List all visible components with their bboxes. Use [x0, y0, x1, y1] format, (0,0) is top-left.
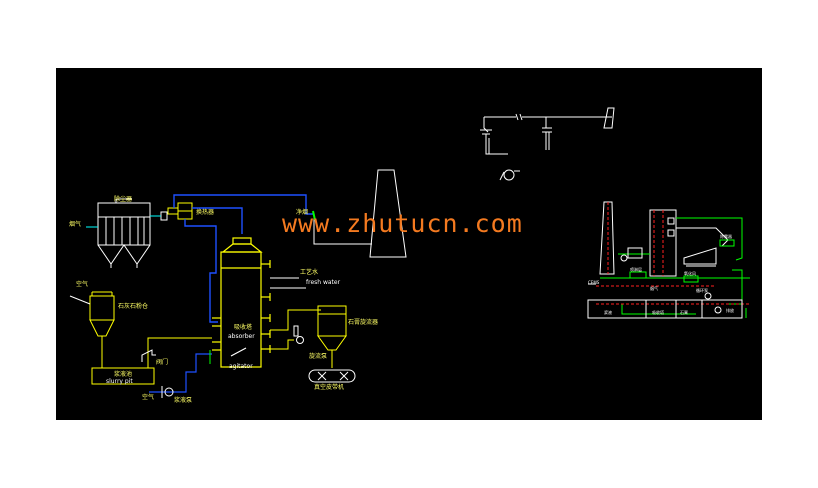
cyclone-feed-pump — [293, 325, 304, 344]
right-label-3: 喷淋层 — [630, 266, 642, 272]
right-label-1: 烟气 — [650, 285, 658, 291]
air-label: 空气 — [76, 280, 88, 288]
slurry-pump-label: 浆液泵 — [174, 396, 192, 404]
limestone-silo — [89, 291, 115, 368]
limestone-silo-label: 石灰石粉仓 — [118, 302, 148, 310]
right-label-8: 石膏 — [680, 309, 688, 315]
agitator-label: agitator — [229, 363, 253, 370]
slurry-pit-en-label: slurry pit — [106, 378, 133, 385]
stack-duct — [313, 214, 372, 245]
vacuum-belt-filter — [308, 369, 356, 383]
slurry-pit-cn-label: 浆液池 — [114, 370, 132, 378]
fresh-water-cn-label: 工艺水 — [300, 268, 318, 276]
oxidation-air-line — [149, 353, 212, 393]
inlet-label: 烟气 — [69, 220, 81, 228]
slurry-pump — [161, 386, 174, 398]
vacuum-belt-label: 真空皮带机 — [314, 383, 344, 391]
air-bottom-label: 空气 — [142, 393, 154, 401]
slurry-pit — [91, 367, 155, 385]
process-flow-diagram: 烟气 除尘器 换热器 净烟 — [69, 107, 750, 404]
dust-collector-label: 除尘器 — [114, 195, 132, 203]
fresh-water-en-label: fresh water — [306, 279, 341, 286]
absorber-en-label: absorber — [228, 333, 255, 340]
flue-gas-duct — [184, 219, 218, 323]
right-label-2: 除雾器 — [720, 233, 732, 239]
ggh-label: 换热器 — [196, 208, 214, 216]
right-label-5: 循环泵 — [696, 287, 708, 293]
duct-label: 净烟 — [296, 208, 308, 216]
dust-collector — [97, 198, 151, 268]
absorber-cn-label: 吸收塔 — [234, 323, 252, 331]
duct-sketch — [480, 107, 615, 181]
right-label-6: 浆液 — [604, 309, 612, 315]
slurry-valve-label: 阀门 — [156, 358, 168, 366]
induced-draft-fan — [150, 211, 168, 221]
right-label-9: 排放 — [726, 307, 734, 313]
clean-gas-duct — [173, 194, 314, 215]
heat-exchanger — [167, 202, 193, 220]
cad-drawing-canvas: 烟气 除尘器 换热器 净烟 — [56, 68, 762, 420]
pump-label: 旋流泵 — [309, 352, 327, 360]
gypsum-cyclone-label: 石膏旋流器 — [348, 318, 378, 326]
right-label-7: 吸收塔 — [652, 309, 664, 315]
right-label-0: CEMS — [588, 280, 600, 285]
right-process-diagram — [587, 201, 750, 319]
gypsum-cyclone — [317, 305, 347, 368]
absorber-tower — [212, 237, 271, 368]
watermark: www.zhutucn.com — [282, 209, 523, 238]
chimney — [369, 169, 407, 258]
right-label-4: 氧化风 — [684, 270, 696, 276]
